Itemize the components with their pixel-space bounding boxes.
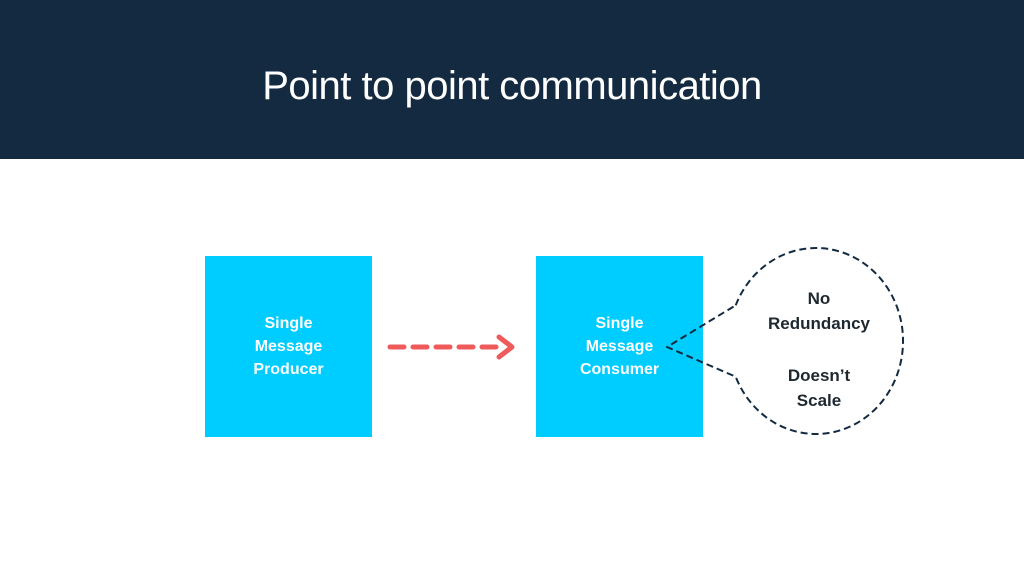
callout-text: No Redundancy Doesn’t Scale <box>745 286 893 413</box>
callout-line-2: Redundancy <box>767 314 871 333</box>
callout-line-4: Scale <box>796 391 842 410</box>
consumer-label-line-3: Consumer <box>579 361 660 378</box>
callout-spacer <box>745 336 893 363</box>
slide-title: Point to point communication <box>262 64 762 108</box>
consumer-label: Single Message Consumer <box>560 312 680 381</box>
arrow-head <box>496 334 515 360</box>
callout-outline <box>666 247 905 435</box>
producer-label-line-3: Producer <box>253 361 324 378</box>
callout-bubble <box>666 247 905 435</box>
consumer-label-line-2: Message <box>585 338 654 355</box>
dashed-arrow-right-icon <box>387 334 515 360</box>
callout-line-3: Doesn’t <box>787 366 851 385</box>
consumer-box: Single Message Consumer <box>536 256 703 437</box>
producer-label-line-1: Single <box>264 315 313 332</box>
callout-line-1: No <box>807 289 831 308</box>
title-bar: Point to point communication <box>0 0 1024 159</box>
producer-box: Single Message Producer <box>205 256 372 437</box>
producer-label-line-2: Message <box>254 338 323 355</box>
consumer-label-line-1: Single <box>595 315 644 332</box>
producer-label: Single Message Producer <box>229 312 349 381</box>
